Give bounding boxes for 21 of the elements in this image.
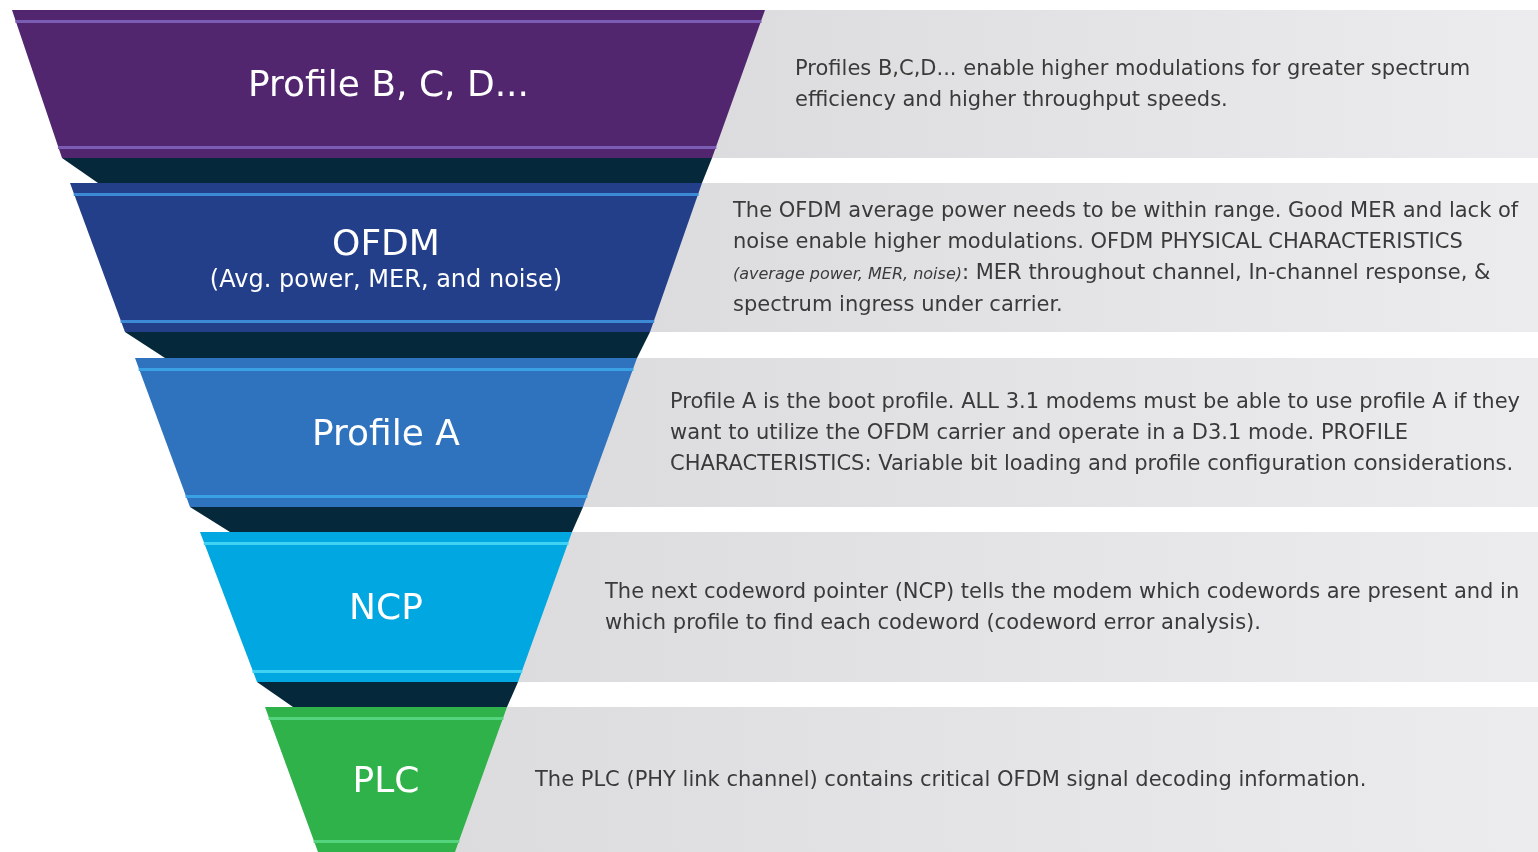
segment-title: PLC: [352, 758, 420, 801]
segment-title: Profile A: [312, 411, 460, 454]
segment-subtitle: (Avg. power, MER, and noise): [209, 263, 563, 294]
description-text: The next codeword pointer (NCP) tells the modem which codewords are present and in which profile to find each codeword (codeword error analysis).: [605, 578, 1521, 636]
funnel-segment: [265, 707, 507, 852]
funnel-segment: [12, 10, 765, 158]
funnel-segment: [135, 358, 637, 507]
description-panel: [455, 707, 1538, 852]
segment-title: OFDM: [332, 221, 440, 264]
description-text: Profile A is the boot profile. ALL 3.1 modems must be able to use profile A if they want to utilize the OFDM carrier and operate in a D3.1 mode. PROFILE CHARACTERISTICS: Variable bit loading and profile configuration considerations.: [670, 388, 1521, 477]
description-text: The PLC (PHY link channel) contains critical OFDM signal decoding information.: [535, 766, 1367, 793]
description-panel: [518, 532, 1538, 682]
funnel-segment: [200, 532, 572, 682]
description-panel: [650, 183, 1538, 332]
segment-title: Profile B, C, D...: [247, 63, 529, 105]
funnel-segment: [70, 183, 702, 332]
description-text: Profiles B,C,D... enable higher modulations for greater spectrum efficiency and higher throughput speeds.: [795, 55, 1472, 113]
segment-title: NCP: [349, 586, 423, 628]
description-text: The OFDM average power needs to be within range. Good MER and lack of noise enable higher modulations. OFDM PHYSICAL CHARACTERISTICS (average power, MER, noise): MER throughout channel, In-channel response, & spectrum ingress under carrier.: [733, 197, 1520, 318]
description-panel: [712, 10, 1538, 158]
description-panel: [583, 358, 1538, 507]
